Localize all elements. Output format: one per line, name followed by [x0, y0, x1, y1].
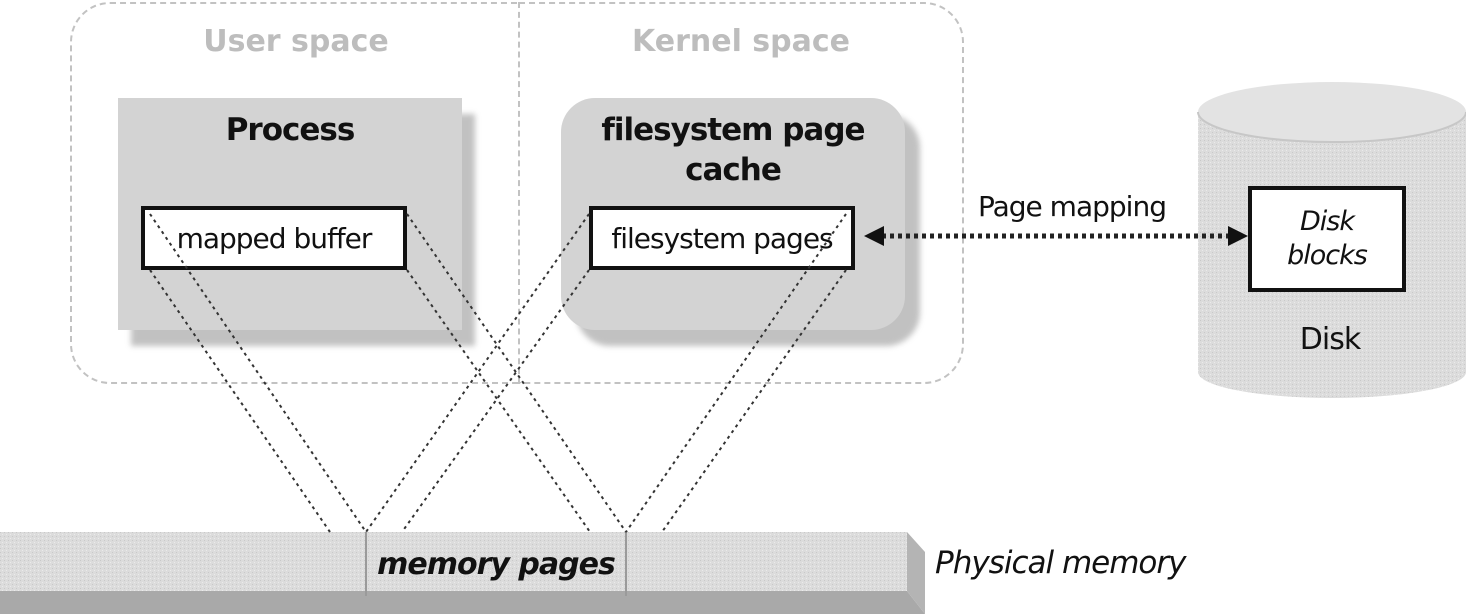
physical-memory-label: Physical memory [935, 545, 1186, 581]
buffer-right-mapping-line-2 [406, 269, 591, 533]
kernel-space-label: Kernel space [632, 24, 850, 59]
user-space-region: User space [70, 2, 520, 384]
disk-blocks-line2: blocks [1287, 240, 1368, 271]
mapping-lines [149, 213, 847, 533]
arrow-right-head-icon [1228, 226, 1248, 246]
mapped-buffer-label: mapped buffer [176, 221, 373, 255]
filesystem-pages-label: filesystem pages [611, 221, 833, 255]
kernel-space-region: Kernel space [518, 2, 964, 384]
filesystem-pages-box: filesystem pages [589, 206, 855, 270]
buffer-left-mapping-line [149, 213, 367, 533]
process-title: Process [225, 112, 356, 148]
buffer-right-mapping-line [406, 213, 627, 533]
buffer-left-mapping-line-2 [149, 269, 331, 533]
disk-blocks-line1: Disk [1300, 206, 1355, 237]
fs-pages-right-mapping-line-2 [661, 269, 847, 533]
arrow-left-head-icon [864, 226, 884, 246]
fs-pages-left-mapping-line-2 [401, 269, 590, 533]
memory-pages-label: memory pages [377, 546, 616, 582]
fs-pages-left-mapping-line [365, 213, 590, 533]
page-mapping-label: Page mapping [978, 190, 1167, 223]
physical-memory-bar [0, 532, 925, 614]
mapped-buffer-box: mapped buffer [141, 206, 407, 270]
page-cache-title-line2: cache [685, 152, 782, 188]
user-space-label: User space [203, 24, 389, 59]
disk-blocks-box: Disk blocks [1248, 186, 1406, 292]
page-cache-title: filesystem page cache [561, 110, 905, 190]
disk-label: Disk [1299, 322, 1361, 357]
page-cache-title-line1: filesystem page [601, 112, 865, 148]
page-mapping-arrow [864, 226, 1248, 246]
fs-pages-right-mapping-line [625, 213, 847, 533]
